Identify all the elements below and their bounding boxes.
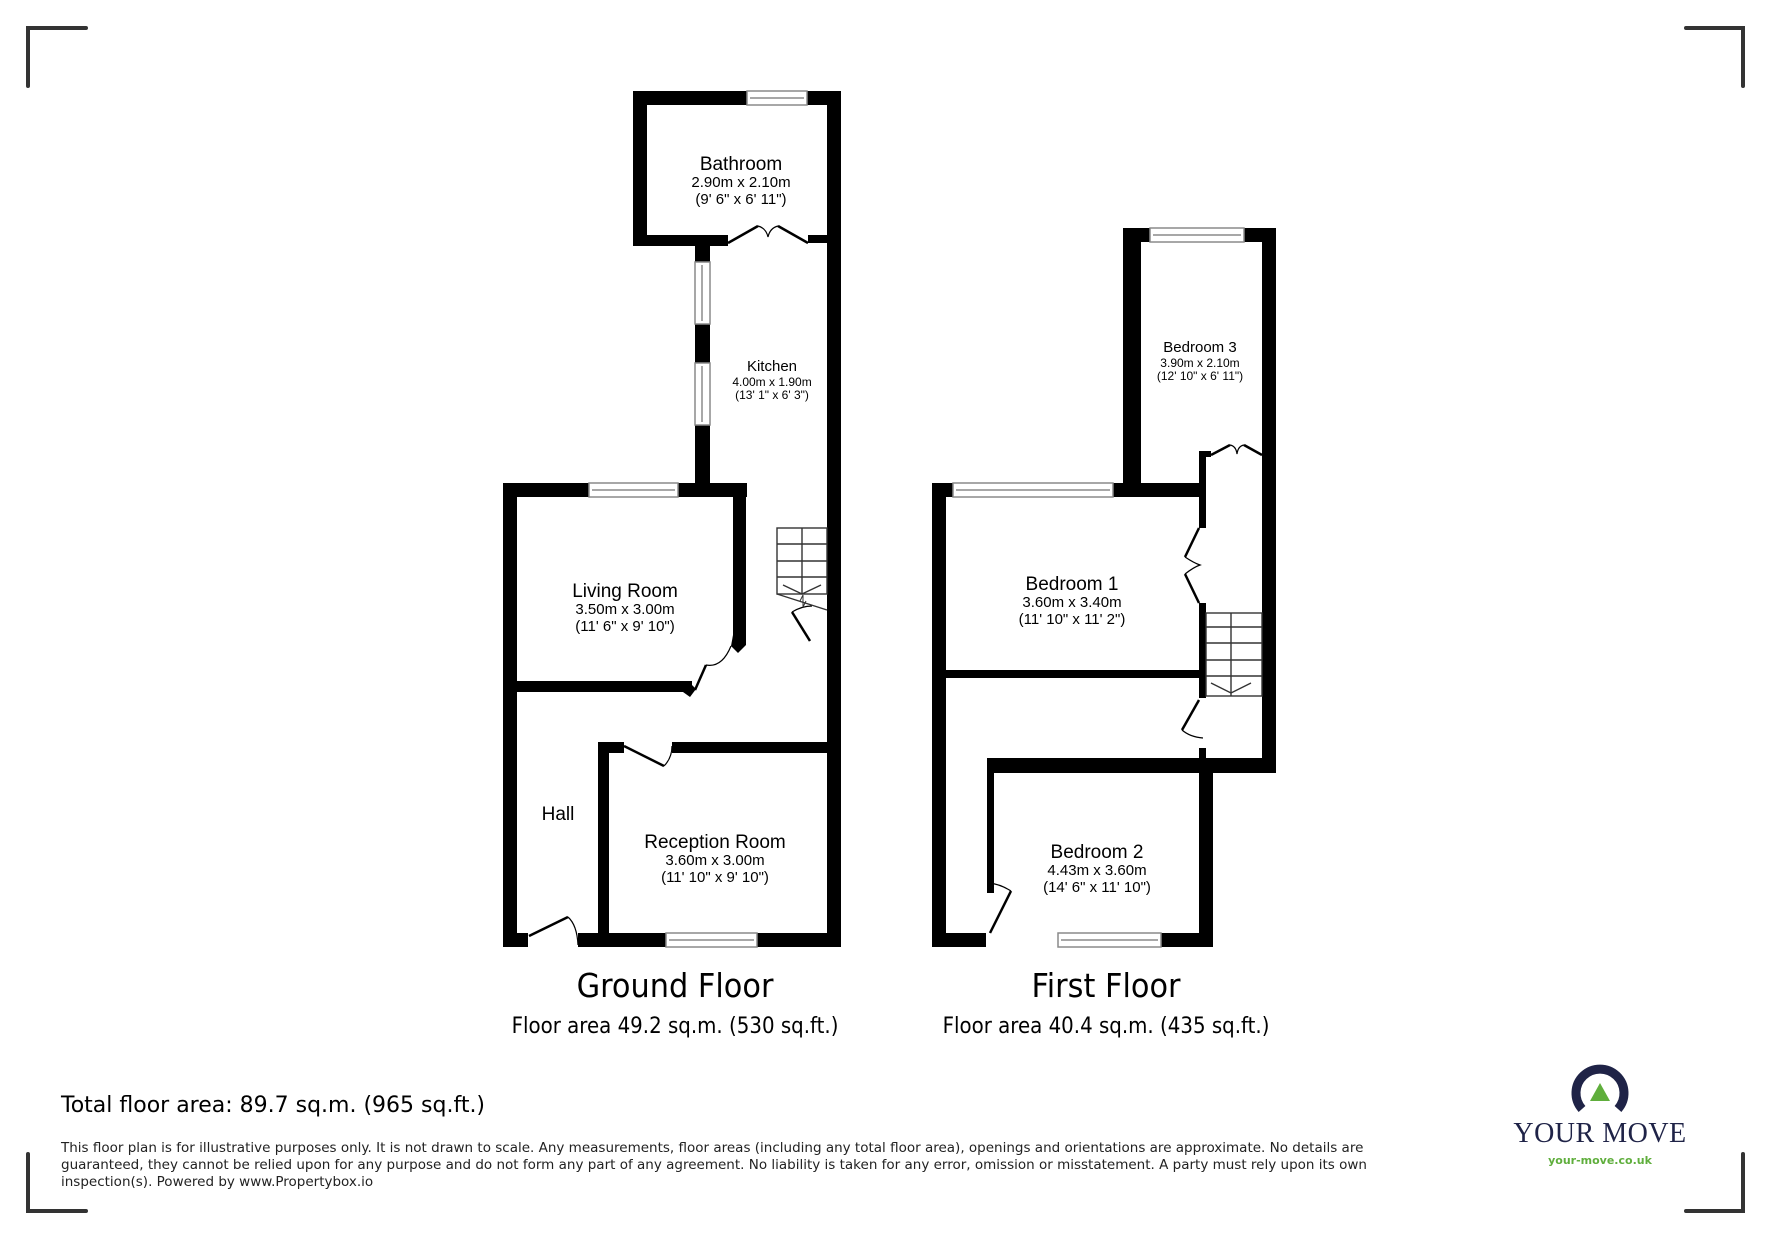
room-name: Bedroom 3 [1163, 339, 1237, 356]
ground-floor-area: Floor area 49.2 sq.m. (530 sq.ft.) [511, 1014, 839, 1039]
room-dimensions-metric: 3.60m x 3.00m [665, 852, 765, 870]
ground-floor-stairs [776, 527, 828, 611]
room-dimensions-imperial: (9' 6" x 6' 11") [695, 191, 787, 209]
room-label-reception-room: Reception Room 3.60m x 3.00m (11' 10" x … [644, 832, 786, 887]
room-dimensions-metric: 2.90m x 2.10m [691, 174, 791, 192]
ground-floor-windows [588, 90, 808, 948]
room-label-bedroom-1: Bedroom 1 3.60m x 3.40m (11' 10" x 11' 2… [1019, 574, 1126, 629]
logo-brand-text: YOUR MOVE [1513, 1118, 1687, 1149]
room-dimensions-imperial: (12' 10" x 6' 11") [1156, 369, 1244, 384]
room-name: Living Room [572, 581, 678, 602]
room-name: Reception Room [644, 832, 786, 853]
room-name: Bedroom 2 [1050, 842, 1144, 863]
first-floor-doors [988, 443, 1263, 934]
room-dimensions-metric: 4.00m x 1.90m [732, 374, 812, 389]
room-dimensions-imperial: (13' 1" x 6' 3") [735, 388, 809, 403]
room-label-bedroom-3: Bedroom 3 3.90m x 2.10m (12' 10" x 6' 11… [1156, 339, 1244, 384]
ground-floor-walls [503, 91, 841, 947]
room-name: Kitchen [746, 358, 798, 375]
disclaimer-text: This floor plan is for illustrative purp… [61, 1140, 1367, 1190]
your-move-logo: YOUR MOVE your-move.co.uk [1510, 1055, 1690, 1167]
corner-marks [26, 26, 1745, 1213]
room-label-living-room: Living Room 3.50m x 3.00m (11' 6" x 9' 1… [572, 581, 678, 636]
room-dimensions-imperial: (11' 10" x 9' 10") [661, 869, 769, 887]
your-move-logo-emblem [1571, 1064, 1629, 1112]
room-dimensions-imperial: (11' 6" x 9' 10") [575, 618, 675, 636]
room-dimensions-metric: 4.43m x 3.60m [1047, 862, 1147, 880]
first-floor-stairs [1205, 612, 1263, 697]
room-dimensions-imperial: (14' 6" x 11' 10") [1043, 879, 1151, 897]
room-dimensions-metric: 3.90m x 2.10m [1160, 355, 1240, 370]
room-label-hall: Hall [542, 804, 575, 825]
first-floor-windows [952, 227, 1245, 948]
room-dimensions-metric: 3.50m x 3.00m [575, 601, 675, 619]
room-dimensions-imperial: (11' 10" x 11' 2") [1018, 611, 1126, 629]
first-floor-area: Floor area 40.4 sq.m. (435 sq.ft.) [942, 1014, 1270, 1039]
room-label-kitchen: Kitchen 4.00m x 1.90m (13' 1" x 6' 3") [732, 358, 812, 403]
room-label-bathroom: Bathroom 2.90m x 2.10m (9' 6" x 6' 11") [691, 154, 790, 209]
first-floor-title: First Floor [1031, 966, 1181, 1005]
room-name: Bathroom [699, 154, 783, 175]
room-name: Bedroom 1 [1025, 574, 1119, 595]
ground-floor-doors [528, 224, 813, 946]
room-name: Hall [541, 804, 575, 825]
total-floor-area: Total floor area: 89.7 sq.m. (965 sq.ft.… [61, 1093, 486, 1118]
room-label-bedroom-2: Bedroom 2 4.43m x 3.60m (14' 6" x 11' 10… [1043, 842, 1151, 897]
room-dimensions-metric: 3.60m x 3.40m [1022, 594, 1122, 612]
logo-url: your-move.co.uk [1548, 1154, 1652, 1167]
ground-floor-title: Ground Floor [576, 966, 774, 1005]
